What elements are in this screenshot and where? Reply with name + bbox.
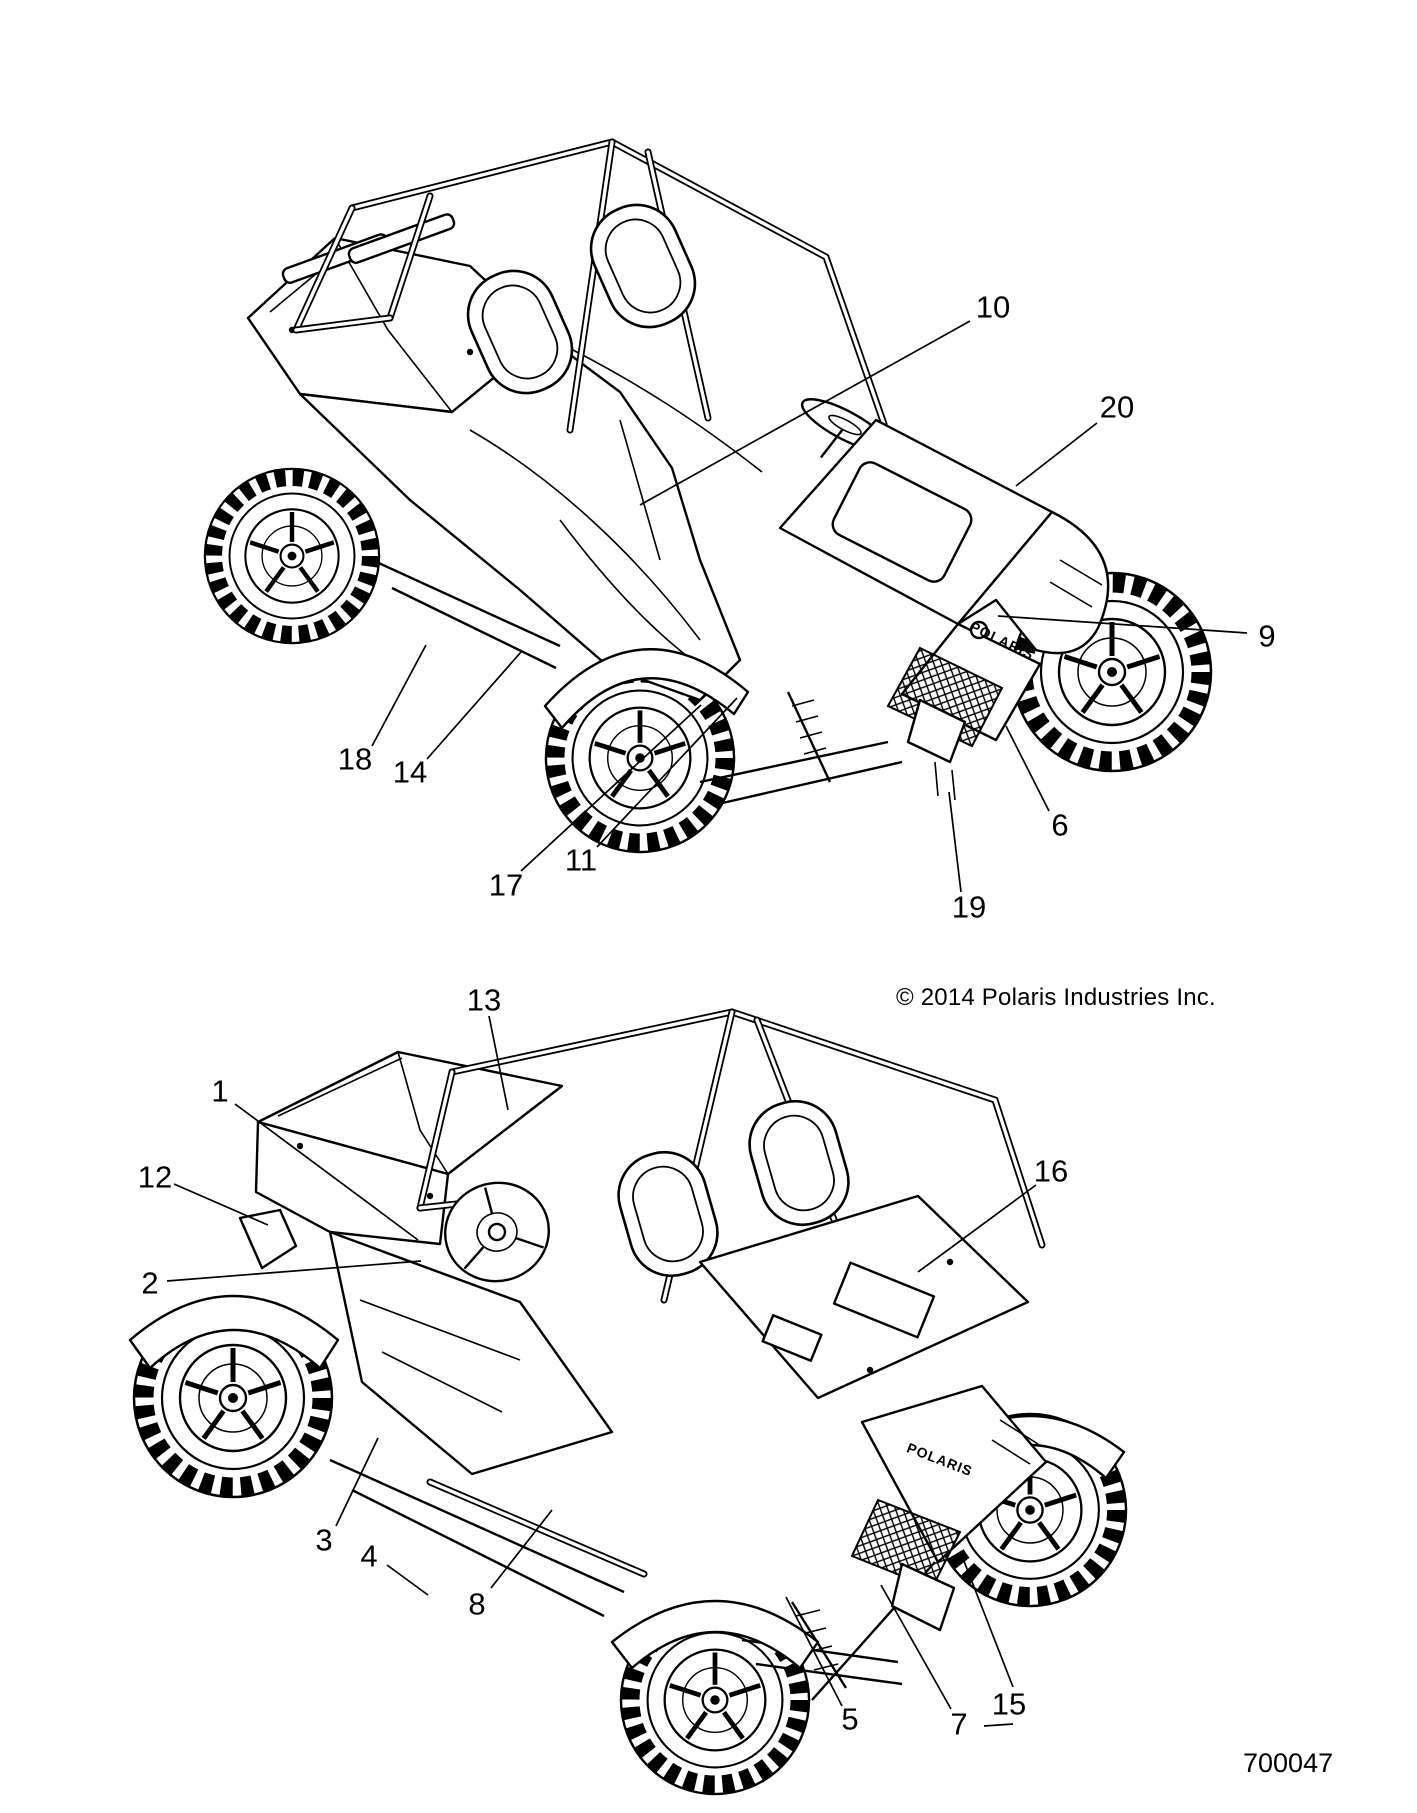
callout-number-13: 13 <box>467 983 501 1018</box>
leader-line-8 <box>490 1509 553 1589</box>
callout-number-12: 12 <box>138 1160 172 1195</box>
leader-line-3 <box>335 1437 379 1527</box>
leader-line-12 <box>173 1183 269 1226</box>
top-front-clip: POLARIS <box>778 418 1110 801</box>
callout-number-8: 8 <box>468 1587 485 1622</box>
top-left-body-panels <box>298 334 763 730</box>
bottom-steering-wheel <box>443 1181 551 1283</box>
callout-number-15: 15 <box>992 1687 1026 1722</box>
callout-number-7: 7 <box>950 1707 967 1742</box>
leader-line-16 <box>917 1184 1037 1273</box>
copyright-notice: © 2014 Polaris Industries Inc. <box>896 984 1216 1011</box>
callout-number-4: 4 <box>360 1539 377 1574</box>
top-suspension-lines <box>371 558 903 806</box>
leader-line-15 <box>961 1555 1014 1688</box>
callout-number-11: 11 <box>565 843 597 878</box>
leader-line-2 <box>166 1260 422 1282</box>
leader-line-19 <box>948 791 962 893</box>
leader-line-1 <box>234 1103 419 1241</box>
callout-number-6: 6 <box>1051 808 1068 843</box>
callout-number-16: 16 <box>1034 1154 1068 1189</box>
leader-line-6 <box>1005 725 1050 812</box>
bottom-front-platform <box>698 1194 1030 1400</box>
top-roll-cage <box>292 138 888 434</box>
callout-number-17: 17 <box>489 868 523 903</box>
callout-number-1: 1 <box>211 1074 228 1109</box>
callout-number-19: 19 <box>952 890 986 925</box>
callout-number-2: 2 <box>141 1266 158 1301</box>
top-callout-layer: 10 20 9 18 14 17 11 19 6 <box>338 290 1276 925</box>
leader-line-9 <box>997 615 1248 634</box>
bottom-rear-bed <box>238 1050 564 1270</box>
leader-line-5 <box>785 1596 843 1707</box>
bottom-rear-fender <box>128 1294 340 1370</box>
callout-number-5: 5 <box>841 1702 858 1737</box>
callout-number-20: 20 <box>1100 390 1134 425</box>
leader-line-7 <box>880 1584 952 1710</box>
leader-line-20 <box>1015 422 1098 487</box>
leader-line-10 <box>639 320 971 506</box>
leader-line-14 <box>426 651 522 760</box>
bottom-seat-headrest-right <box>738 1089 860 1237</box>
top-vehicle-illustration: POLARIS <box>205 138 1211 852</box>
callout-number-3: 3 <box>315 1523 332 1558</box>
drawing-number: 700047 <box>1243 1748 1334 1778</box>
leader-line-18 <box>371 644 427 747</box>
callout-number-10: 10 <box>976 290 1010 325</box>
top-rear-left-wheel <box>205 469 379 643</box>
callout-number-14: 14 <box>393 755 427 790</box>
leader-line-13 <box>488 1015 509 1111</box>
dash-after-7 <box>983 1723 1014 1727</box>
callout-number-18: 18 <box>338 742 372 777</box>
bottom-vehicle-illustration: POLARIS <box>128 1008 1126 1794</box>
top-rear-bed <box>246 213 547 414</box>
leader-line-4 <box>386 1564 429 1596</box>
leader-line-17 <box>520 704 702 872</box>
extra-marks-layer <box>983 1723 1014 1727</box>
bottom-front-clip: POLARIS <box>850 1384 1126 1632</box>
leader-line-11 <box>596 697 738 848</box>
callout-number-9: 9 <box>1258 619 1275 654</box>
